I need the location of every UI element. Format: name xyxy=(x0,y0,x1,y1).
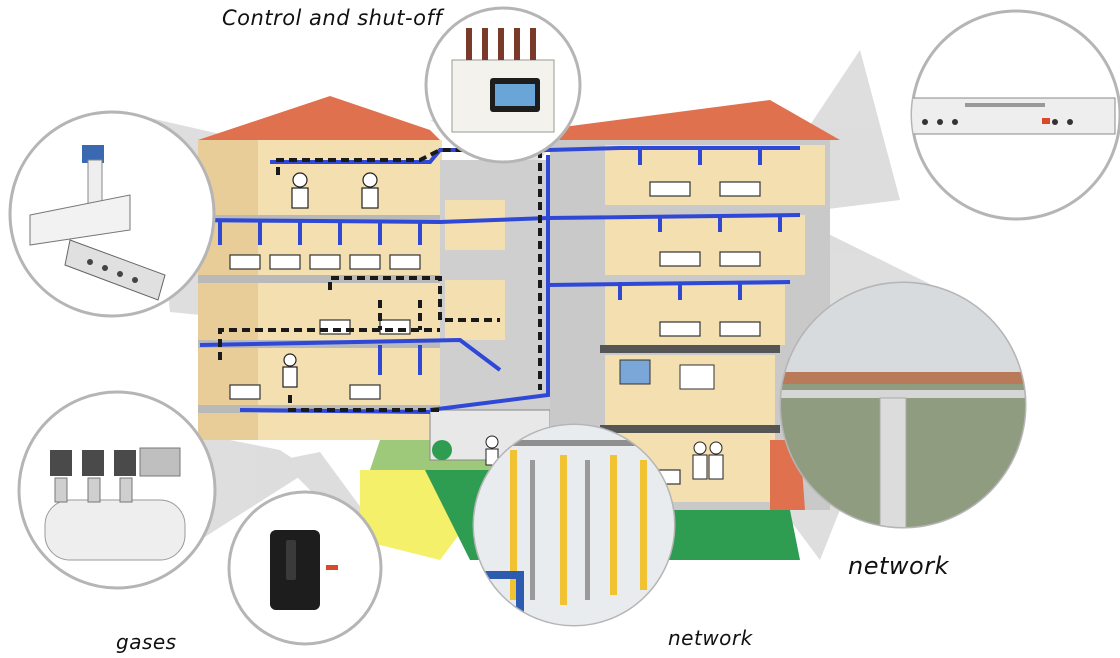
label-network-right: network xyxy=(848,552,949,580)
callout-circle-compressor xyxy=(17,390,217,590)
center-tower xyxy=(429,160,551,466)
blue-pipes xyxy=(199,146,801,414)
callout-circle-gas-manifold xyxy=(472,423,676,627)
shutoff-valve-box-icon xyxy=(451,28,555,133)
bed-head-unit-icon xyxy=(912,97,1116,135)
callout-circle-pipe-ceiling xyxy=(779,281,1027,529)
label-control-shutoff: Control and shut-off xyxy=(222,6,443,30)
gas-manifold-photo-icon xyxy=(474,425,674,625)
ceiling-pendant-icon xyxy=(29,145,166,301)
callout-circle-bed-head-unit xyxy=(910,9,1120,221)
outlet-box-icon xyxy=(270,530,338,610)
callout-circle-shutoff-box xyxy=(424,6,582,164)
left-wing xyxy=(198,96,442,440)
label-gases: gases xyxy=(116,630,177,654)
compressor-unit-icon xyxy=(44,447,186,561)
callout-circle-outlet-box xyxy=(227,490,383,646)
label-network-bottom: network xyxy=(668,626,753,650)
callout-circle-ceiling-pendant xyxy=(8,110,216,318)
